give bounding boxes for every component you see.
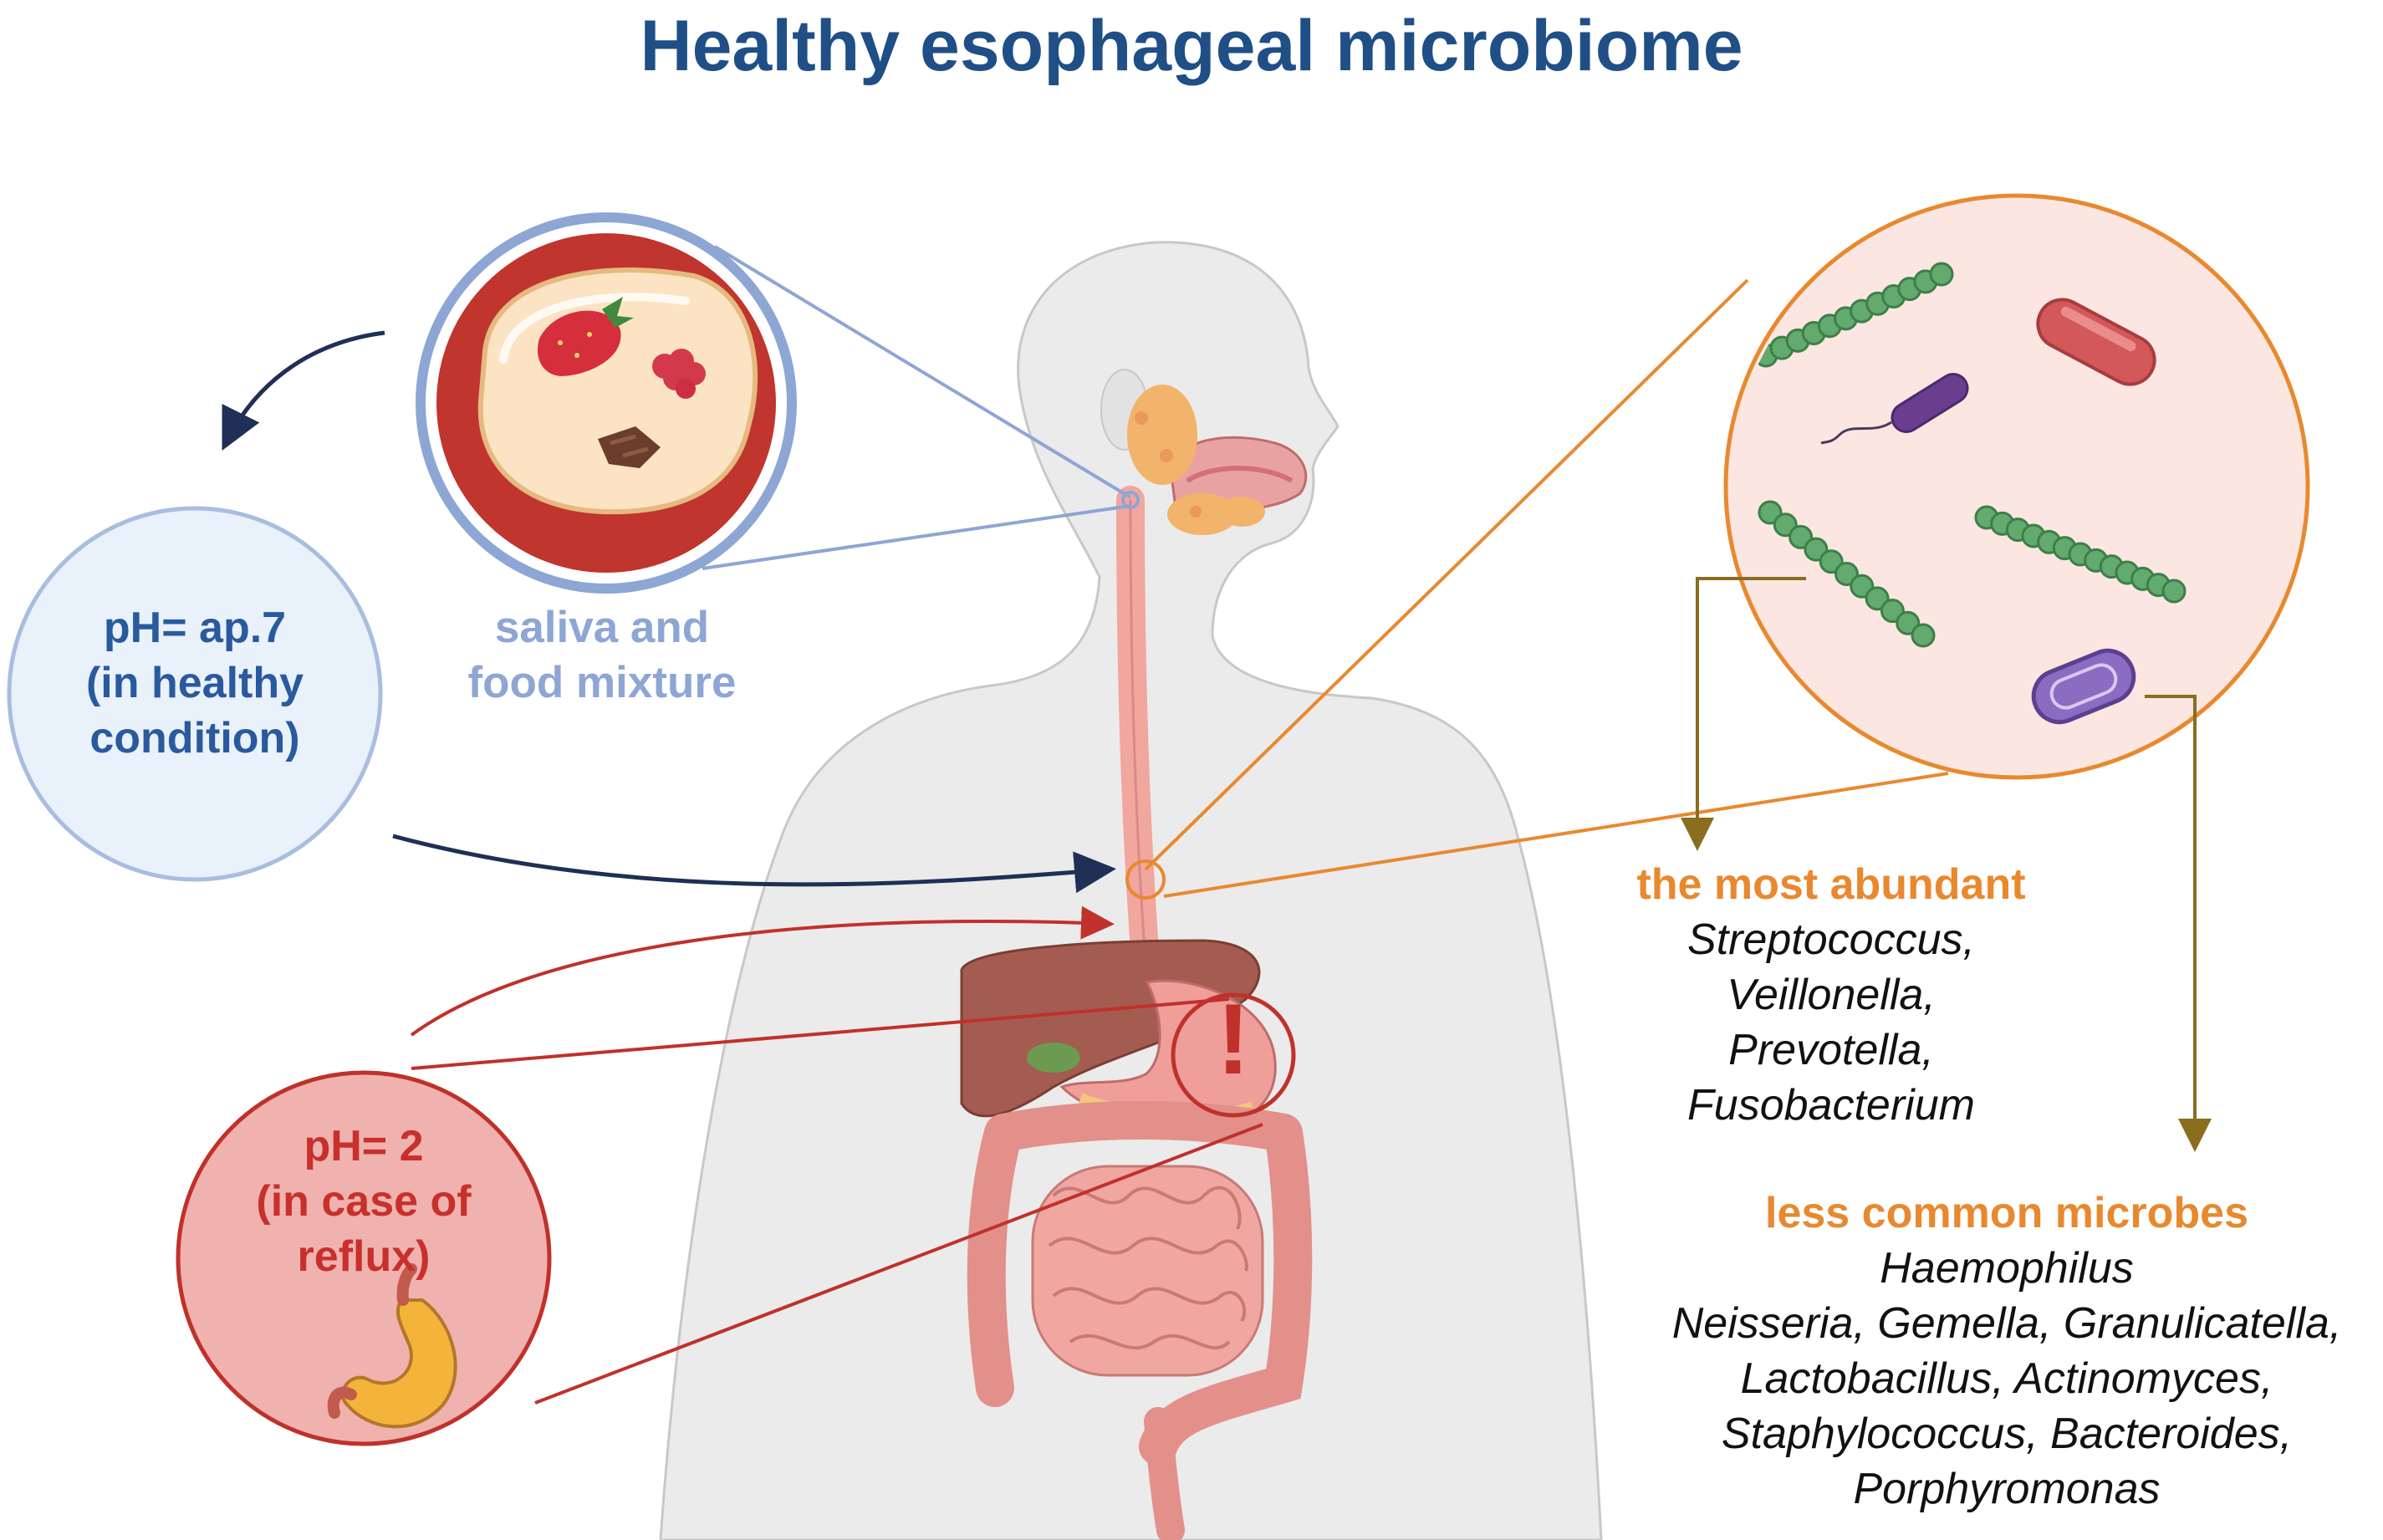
chocolate-piece-icon bbox=[598, 426, 661, 468]
arrow-reflux-to-esophagus bbox=[410, 905, 1115, 1037]
reflux-ph-line: reflux) bbox=[297, 1232, 431, 1281]
streptococcus-chain-icon bbox=[1758, 500, 1936, 648]
reflux-ph-circle bbox=[176, 1070, 552, 1446]
purple-flagellated-bacterium-icon bbox=[1820, 373, 1969, 445]
reflux-ph-label: pH= 2 (in case of reflux) bbox=[219, 1119, 508, 1284]
bacteria-zoom-circle bbox=[1125, 193, 2310, 900]
strawberry-icon bbox=[537, 297, 634, 376]
healthy-ph-line: condition) bbox=[89, 714, 300, 762]
healthy-ph-line: pH= ap.7 bbox=[103, 604, 287, 652]
raspberry-icon bbox=[652, 349, 706, 399]
saliva-food-label-line: food mixture bbox=[467, 658, 737, 707]
oral-cavity bbox=[1169, 436, 1308, 512]
page-title: Healthy esophageal microbiome bbox=[640, 6, 1743, 86]
microbe-name: Porphyromonas bbox=[1853, 1465, 2161, 1513]
saliva-food-label: saliva and food mixture bbox=[435, 600, 769, 711]
healthy-ph-circle bbox=[7, 506, 383, 882]
arrow-saliva-to-healthy bbox=[222, 330, 385, 451]
saliva-food-label-line: saliva and bbox=[494, 603, 710, 652]
salivary-glands bbox=[1127, 385, 1265, 535]
coccus-cell bbox=[1929, 262, 1954, 287]
reflux-ph-line: (in case of bbox=[256, 1177, 472, 1226]
microbe-name: Prevotella, bbox=[1728, 1026, 1934, 1074]
arrow-healthy-to-esophagus bbox=[392, 834, 1116, 894]
large-intestine bbox=[967, 1101, 1313, 1466]
streptococcus-chain-icon bbox=[1974, 505, 2187, 604]
microbe-name: Neisseria, Gemella, Granulicatella, bbox=[1671, 1299, 2342, 1348]
stomach-zoom-marker bbox=[1171, 992, 1296, 1118]
purple-capsule-bacterium-icon bbox=[2031, 648, 2136, 725]
less-common-heading: less common microbes bbox=[1765, 1189, 2248, 1237]
arrow-to-less-common bbox=[2145, 695, 2212, 1152]
most-abundant-heading: the most abundant bbox=[1636, 860, 2026, 909]
most-abundant-block: the most abundant Streptococcus, Veillon… bbox=[1589, 857, 2074, 1133]
small-intestine bbox=[1031, 1165, 1264, 1377]
reflux-ph-line: pH= 2 bbox=[304, 1122, 424, 1170]
gallbladder bbox=[1027, 1043, 1080, 1073]
bacillus-red-icon bbox=[2036, 298, 2156, 386]
coccus-cell bbox=[2161, 579, 2187, 604]
alert-icon: ! bbox=[1217, 983, 1250, 1095]
coccus-cell bbox=[1911, 623, 1936, 648]
microbe-name: Veillonella, bbox=[1727, 971, 1936, 1019]
microbe-name: Lactobacillus, Actinomyces, bbox=[1740, 1354, 2273, 1403]
microbe-name: Streptococcus, bbox=[1687, 915, 1975, 964]
microbe-name: Staphylococcus, Bacteroides, bbox=[1721, 1410, 2293, 1458]
arrow-to-most-abundant bbox=[1681, 577, 1806, 851]
microbe-name: Haemophilus bbox=[1880, 1244, 2134, 1293]
less-common-block: less common microbes Haemophilus Neisser… bbox=[1643, 1186, 2370, 1517]
microbe-name: Fusobacterium bbox=[1687, 1081, 1975, 1130]
healthy-ph-label: pH= ap.7 (in healthy condition) bbox=[50, 600, 339, 766]
stomach-icon bbox=[327, 1263, 457, 1429]
healthy-ph-line: (in healthy bbox=[85, 659, 304, 707]
